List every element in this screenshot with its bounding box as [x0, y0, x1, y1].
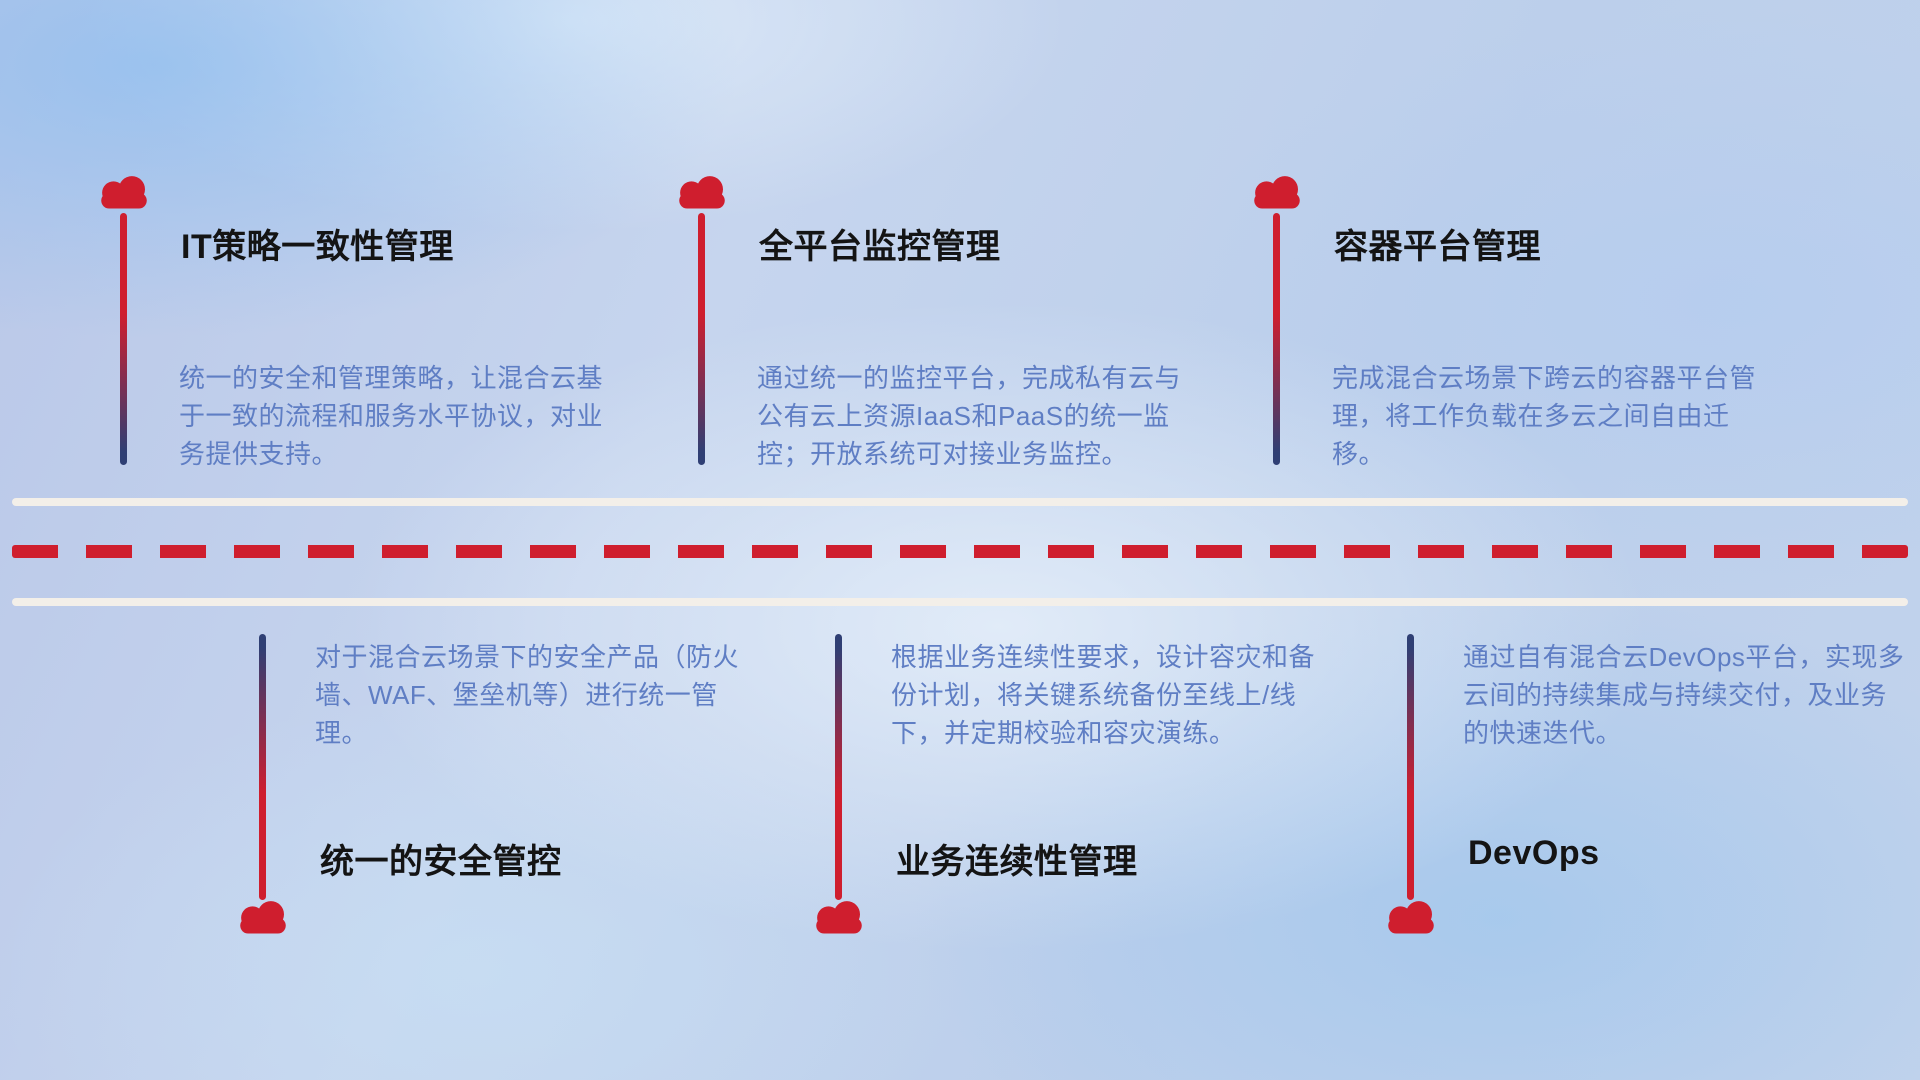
capability-title: 统一的安全管控 [320, 843, 562, 881]
capability-title: DevOps [1468, 834, 1600, 872]
capability-description: 对于混合云场景下的安全产品（防火墙、WAF、堡垒机等）进行统一管理。 [315, 642, 740, 748]
timeline-stem [259, 634, 266, 900]
capability-container-platform: 容器平台管理 完成混合云场景下跨云的容器平台管理，将工作负载在多云之间自由迁移。 [1249, 169, 1756, 479]
capability-description: 统一的安全和管理策略，让混合云基于一致的流程和服务水平协议，对业务提供支持。 [179, 363, 604, 469]
capability-title: 容器平台管理 [1334, 228, 1541, 266]
cloud-icon [240, 901, 286, 934]
timeline-stem [1273, 213, 1280, 465]
capability-description: 通过统一的监控平台，完成私有云与公有云上资源IaaS和PaaS的统一监控；开放系… [757, 363, 1182, 469]
capability-title: IT策略一致性管理 [181, 228, 454, 266]
road-lower-line [12, 598, 1908, 606]
capability-title: 全平台监控管理 [759, 228, 1001, 266]
capability-security-control: 对于混合云场景下的安全产品（防火墙、WAF、堡垒机等）进行统一管理。 统一的安全… [235, 630, 739, 960]
capability-it-policy: IT策略一致性管理 统一的安全和管理策略，让混合云基于一致的流程和服务水平协议，… [96, 169, 603, 479]
timeline-stem [835, 634, 842, 900]
capability-description: 通过自有混合云DevOps平台，实现多云间的持续集成与持续交付，及业务的快速迭代… [1463, 642, 1905, 748]
timeline-stem [1407, 634, 1414, 900]
capability-devops: 通过自有混合云DevOps平台，实现多云间的持续集成与持续交付，及业务的快速迭代… [1383, 630, 1904, 960]
capability-title: 业务连续性管理 [896, 843, 1138, 881]
capability-business-continuity: 根据业务连续性要求，设计容灾和备份计划，将关键系统备份至线上/线下，并定期校验和… [811, 630, 1315, 960]
timeline-stem [698, 213, 705, 465]
cloud-icon [1388, 901, 1434, 934]
cloud-icon [101, 176, 147, 209]
road-dashed-center-line [12, 545, 1908, 558]
cloud-icon [1254, 176, 1300, 209]
cloud-icon [816, 901, 862, 934]
capability-description: 根据业务连续性要求，设计容灾和备份计划，将关键系统备份至线上/线下，并定期校验和… [891, 642, 1316, 748]
timeline-stem [120, 213, 127, 465]
cloud-icon [679, 176, 725, 209]
capability-description: 完成混合云场景下跨云的容器平台管理，将工作负载在多云之间自由迁移。 [1332, 363, 1757, 469]
capability-platform-monitoring: 全平台监控管理 通过统一的监控平台，完成私有云与公有云上资源IaaS和PaaS的… [674, 169, 1181, 479]
road-upper-line [12, 498, 1908, 506]
